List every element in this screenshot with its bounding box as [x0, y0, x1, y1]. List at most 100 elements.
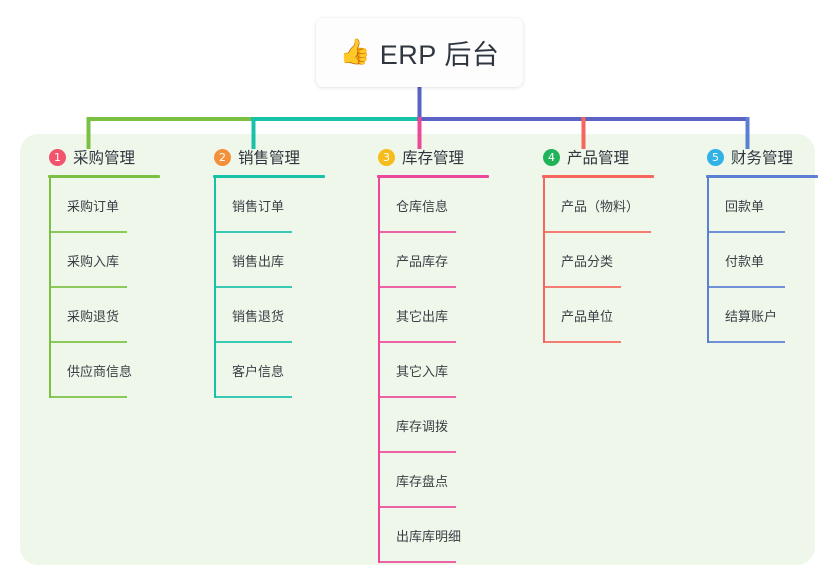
branch-item-label: 采购订单 — [67, 199, 120, 214]
branch-header-2[interactable]: 2 销售管理 — [198, 146, 358, 168]
branch-header-4[interactable]: 4 产品管理 — [527, 146, 687, 168]
branch-item-list: 销售订单销售出库销售退货客户信息 — [198, 178, 358, 398]
branch-item[interactable]: 产品库存 — [362, 233, 522, 288]
branch-header-1[interactable]: 1 采购管理 — [33, 146, 193, 168]
branch-item-underline — [214, 396, 292, 398]
branch-item[interactable]: 供应商信息 — [33, 343, 193, 398]
branch-spine — [707, 178, 709, 343]
branch-item-label: 回款单 — [725, 199, 765, 214]
branch-item-label: 库存调拨 — [396, 419, 449, 434]
branch-item[interactable]: 销售退货 — [198, 288, 358, 343]
branch-number-badge: 1 — [49, 148, 66, 166]
branch-item[interactable]: 库存盘点 — [362, 453, 522, 508]
branch-item[interactable]: 销售出库 — [198, 233, 358, 288]
branch-item[interactable]: 出库库明细 — [362, 508, 522, 563]
branch-header-3[interactable]: 3 库存管理 — [362, 146, 522, 168]
branch-item[interactable]: 仓库信息 — [362, 178, 522, 233]
branch-item-underline — [707, 231, 785, 233]
branch-item-label: 销售退货 — [232, 309, 285, 324]
branch-title: 产品管理 — [567, 150, 630, 167]
branch-item-label: 结算账户 — [725, 309, 778, 324]
branch-header-underline — [706, 175, 818, 178]
branch-number-badge: 2 — [214, 148, 231, 166]
branch-item[interactable]: 产品（物料） — [527, 178, 687, 233]
branch-item[interactable]: 其它出库 — [362, 288, 522, 343]
branch-item-underline — [378, 231, 456, 233]
branch-item-underline — [378, 286, 456, 288]
branch-title: 财务管理 — [731, 150, 794, 167]
branch-item-underline — [378, 451, 456, 453]
branch-item-list: 仓库信息产品库存其它出库其它入库库存调拨库存盘点出库库明细 — [362, 178, 522, 563]
branch-header-underline — [377, 175, 489, 178]
branch-header-underline — [48, 175, 160, 178]
branch-number-badge: 3 — [378, 148, 395, 166]
branch-item[interactable]: 库存调拨 — [362, 398, 522, 453]
branch-item-label: 产品单位 — [561, 309, 614, 324]
branch-item[interactable]: 结算账户 — [691, 288, 839, 343]
branch-title: 库存管理 — [402, 150, 465, 167]
branch-item-label: 销售出库 — [232, 254, 285, 269]
branch-item-label: 仓库信息 — [396, 199, 449, 214]
branch-item[interactable]: 销售订单 — [198, 178, 358, 233]
branch-item-underline — [543, 286, 621, 288]
branch-item-label: 产品（物料） — [561, 199, 640, 214]
branch-item-label: 采购入库 — [67, 254, 120, 269]
branch-item-underline — [707, 286, 785, 288]
branch-column-5: 5 财务管理回款单付款单结算账户 — [691, 146, 839, 343]
branch-item[interactable]: 产品分类 — [527, 233, 687, 288]
root-node[interactable]: 👍 ERP 后台 — [316, 18, 523, 87]
branch-spine — [378, 178, 380, 563]
branch-item-underline — [49, 396, 127, 398]
branch-item-underline — [707, 341, 785, 343]
branch-title: 销售管理 — [238, 150, 301, 167]
branch-spine — [214, 178, 216, 398]
branch-item-underline — [49, 286, 127, 288]
root-title: ERP 后台 — [379, 40, 500, 70]
branch-item-underline — [378, 506, 456, 508]
branch-item-label: 库存盘点 — [396, 474, 449, 489]
branch-item-label: 供应商信息 — [67, 364, 133, 379]
branch-column-2: 2 销售管理销售订单销售出库销售退货客户信息 — [198, 146, 358, 398]
branch-item-label: 其它出库 — [396, 309, 449, 324]
branch-item-label: 产品分类 — [561, 254, 614, 269]
branch-item-underline — [214, 231, 292, 233]
branch-item-underline — [378, 396, 456, 398]
branch-item[interactable]: 付款单 — [691, 233, 839, 288]
branch-item[interactable]: 采购退货 — [33, 288, 193, 343]
branch-column-4: 4 产品管理产品（物料） 产品分类产品单位 — [527, 146, 687, 343]
branch-item-label: 其它入库 — [396, 364, 449, 379]
branch-item-underline — [378, 561, 456, 563]
branch-item-label: 销售订单 — [232, 199, 285, 214]
branch-item[interactable]: 采购订单 — [33, 178, 193, 233]
branch-item-label: 出库库明细 — [396, 529, 462, 544]
branch-item-underline — [543, 341, 621, 343]
branch-item-label: 产品库存 — [396, 254, 449, 269]
branch-column-1: 1 采购管理采购订单采购入库采购退货供应商信息 — [33, 146, 193, 398]
branch-item-underline — [378, 341, 456, 343]
branch-item-list: 采购订单采购入库采购退货供应商信息 — [33, 178, 193, 398]
branch-number-badge: 4 — [543, 148, 560, 166]
branches-background-panel — [20, 134, 815, 565]
branch-item-underline — [543, 231, 651, 233]
branch-item[interactable]: 回款单 — [691, 178, 839, 233]
branch-item-underline — [49, 341, 127, 343]
branch-header-5[interactable]: 5 财务管理 — [691, 146, 839, 168]
branch-spine — [49, 178, 51, 398]
branch-number-badge: 5 — [707, 148, 724, 166]
branch-item-label: 付款单 — [725, 254, 765, 269]
branch-item-label: 客户信息 — [232, 364, 285, 379]
branch-header-underline — [213, 175, 325, 178]
branch-item[interactable]: 客户信息 — [198, 343, 358, 398]
branch-item[interactable]: 产品单位 — [527, 288, 687, 343]
branch-header-underline — [542, 175, 654, 178]
branch-title: 采购管理 — [73, 150, 136, 167]
branch-item-list: 回款单付款单结算账户 — [691, 178, 839, 343]
branch-spine — [543, 178, 545, 343]
branch-item-underline — [49, 231, 127, 233]
branch-column-3: 3 库存管理仓库信息产品库存其它出库其它入库库存调拨库存盘点出库库明细 — [362, 146, 522, 563]
branch-item-label: 采购退货 — [67, 309, 120, 324]
branch-item[interactable]: 其它入库 — [362, 343, 522, 398]
branch-item-underline — [214, 341, 292, 343]
branch-item[interactable]: 采购入库 — [33, 233, 193, 288]
